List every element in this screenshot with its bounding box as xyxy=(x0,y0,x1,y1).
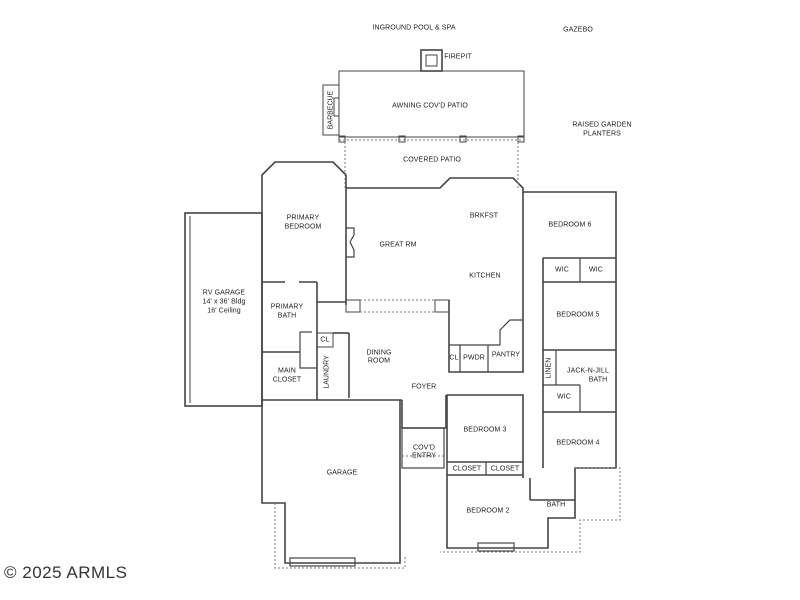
entry-label-2: ENTRY xyxy=(411,452,437,460)
kitchen-label: KITCHEN xyxy=(469,272,501,280)
closet-b-label: CLOSET xyxy=(490,465,520,473)
main-closet-label-2: CLOSET xyxy=(272,376,302,384)
firepit-outline xyxy=(420,49,443,72)
wic-b-label: WIC xyxy=(589,266,603,274)
great-room-label: GREAT RM xyxy=(379,241,417,249)
breakfast-label: BRKFST xyxy=(469,212,499,220)
bedroom3-label: BEDROOM 3 xyxy=(463,426,507,434)
wic-a-label: WIC xyxy=(555,266,569,274)
closet-a-label: CLOSET xyxy=(452,465,482,473)
garden-label-2: PLANTERS xyxy=(583,130,621,138)
garden-label-1: RAISED GARDEN xyxy=(572,121,632,129)
entry-label-1: COV'D xyxy=(412,444,436,452)
jack-n-jill-label-1: JACK-N-JILL xyxy=(567,367,609,375)
pantry-label: PANTRY xyxy=(491,351,521,359)
dining-room-label-2: ROOM xyxy=(367,357,391,365)
bedroom4-label: BEDROOM 4 xyxy=(556,439,600,447)
firepit-label: FIREPIT xyxy=(444,53,472,61)
cl-label: CL xyxy=(320,336,330,344)
laundry-label: LAUNDRY xyxy=(323,355,331,389)
pool-label: INGROUND POOL & SPA xyxy=(372,24,456,32)
bedroom2-label: BEDROOM 2 xyxy=(466,507,510,515)
powder-label: PWDR xyxy=(463,354,485,362)
garage-label: GARAGE xyxy=(326,469,358,477)
main-closet-label-1: MAIN xyxy=(278,367,296,375)
foyer-label: FOYER xyxy=(411,383,437,391)
primary-bath-label-2: BATH xyxy=(277,312,297,320)
linen-label: LINEN xyxy=(545,357,553,379)
rv-garage-label-1: RV GARAGE xyxy=(202,289,246,297)
copyright-watermark: © 2025 ARMLS xyxy=(4,563,128,582)
wic-c-label: WIC xyxy=(557,393,571,401)
primary-bedroom-label-1: PRIMARY xyxy=(286,214,320,222)
gazebo-label: GAZEBO xyxy=(563,26,593,34)
primary-bath-label-1: PRIMARY xyxy=(270,303,304,311)
rv-garage-label-2: 14' x 36' Bldg xyxy=(202,298,246,306)
barbecue-label: BARBECUE xyxy=(327,90,335,130)
kitchen-cl-label: CL xyxy=(449,354,459,362)
rv-garage-label-3: 16' Ceiling xyxy=(207,307,241,315)
covered-patio-label: COVERED PATIO xyxy=(403,156,461,164)
bath-label: BATH xyxy=(546,501,566,509)
jack-n-jill-label-2: BATH xyxy=(588,376,608,384)
dining-room-label-1: DINING xyxy=(366,349,392,357)
awning-patio-label: AWNING COV'D PATIO xyxy=(392,102,468,110)
primary-bedroom-label-2: BEDROOM xyxy=(284,223,322,231)
bedroom6-label: BEDROOM 6 xyxy=(548,221,592,229)
bedroom5-label: BEDROOM 5 xyxy=(556,311,600,319)
